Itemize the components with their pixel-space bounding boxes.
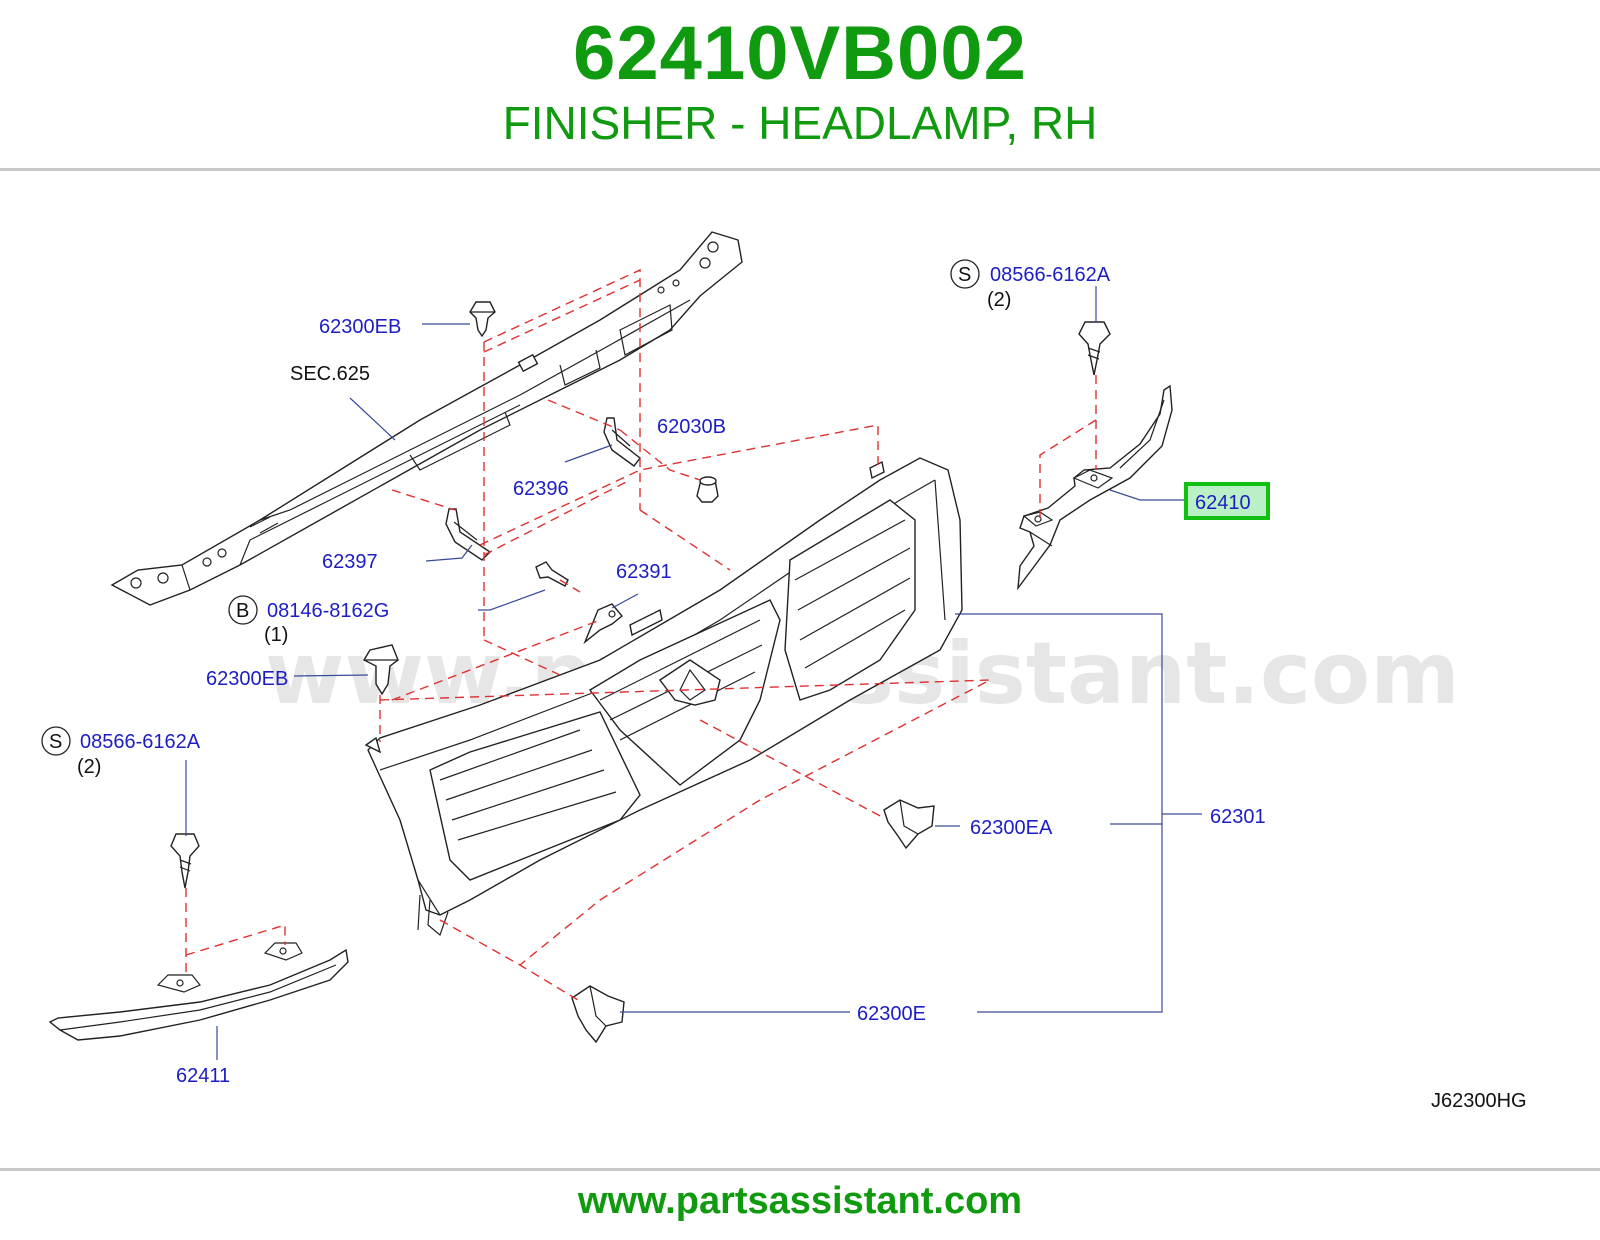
footer-divider — [0, 1168, 1600, 1171]
finisher-rh-62410-drawing — [1017, 384, 1173, 591]
assembly-lines — [185, 268, 1097, 1001]
screw-left-drawing — [170, 833, 200, 889]
clip-62300ea-drawing — [883, 799, 935, 850]
bracket-62396-drawing — [603, 417, 641, 467]
screw-right-symbol-circle — [950, 259, 980, 289]
callout-62301[interactable]: 62301 — [1210, 806, 1266, 828]
clip-62300e-drawing — [571, 985, 625, 1044]
callout-08566-6162a-right[interactable]: 08566-6162A — [990, 264, 1111, 286]
callouts: 62300EB SEC.625 62030B 62396 62397 62391… — [41, 259, 1527, 1112]
callout-08566-6162a-left[interactable]: 08566-6162A — [80, 731, 201, 753]
screw-left-symbol-letter: S — [49, 731, 62, 753]
cross-member-drawing — [110, 231, 743, 606]
callout-62410[interactable]: 62410 — [1195, 492, 1251, 514]
callout-62396[interactable]: 62396 — [513, 478, 569, 500]
footer-website-link[interactable]: www.partsassistant.com — [577, 1180, 1023, 1222]
finisher-lh-62411-drawing — [48, 942, 349, 1041]
part-description: FINISHER - HEADLAMP, RH — [502, 97, 1098, 149]
callout-62391[interactable]: 62391 — [616, 561, 672, 583]
callout-62300eb-top[interactable]: 62300EB — [319, 316, 401, 338]
bolt-quantity: (1) — [264, 624, 288, 646]
callout-62300eb-mid[interactable]: 62300EB — [206, 668, 288, 690]
callout-62411[interactable]: 62411 — [176, 1065, 230, 1087]
page-title: 62410VB002 — [573, 11, 1027, 96]
bolt-symbol-circle — [228, 595, 258, 625]
callout-sec625[interactable]: SEC.625 — [290, 363, 370, 385]
callout-62300ea[interactable]: 62300EA — [970, 817, 1053, 839]
callout-08146-8162g[interactable]: 08146-8162G — [267, 600, 389, 622]
header: 62410VB002 FINISHER - HEADLAMP, RH — [0, 0, 1600, 170]
highlight-box-62410 — [1184, 482, 1270, 520]
diagram-code: J62300HG — [1431, 1090, 1527, 1112]
leader-lines — [185, 286, 1202, 1060]
screw-left-quantity: (2) — [77, 756, 101, 778]
clip-62300eb-top-drawing — [469, 301, 496, 338]
callout-62397[interactable]: 62397 — [322, 551, 378, 573]
header-divider — [0, 168, 1600, 171]
grommet-62030b-drawing — [696, 476, 719, 503]
grille-62301-drawing — [364, 457, 963, 937]
bracket-62397-drawing — [445, 508, 492, 561]
clip-62300eb-mid-drawing — [363, 644, 399, 696]
screw-left-symbol-circle — [41, 726, 71, 756]
screw-right-symbol-letter: S — [958, 264, 971, 286]
callout-62030b[interactable]: 62030B — [657, 416, 726, 438]
bolt-symbol-letter: B — [236, 600, 249, 622]
screw-right-drawing — [1078, 321, 1111, 376]
callout-62300e[interactable]: 62300E — [857, 1003, 926, 1025]
clip-62391-drawing — [583, 603, 623, 645]
screw-right-quantity: (2) — [987, 289, 1011, 311]
